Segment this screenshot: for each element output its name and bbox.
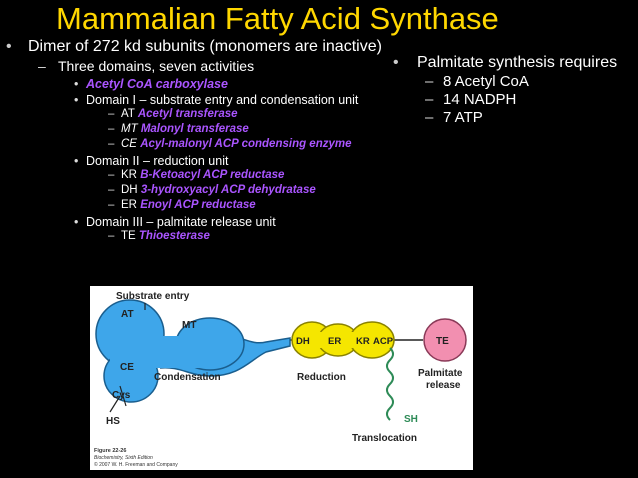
hs-line [109, 395, 121, 413]
bullet-domain-1: Domain I – substrate entry and condensat… [6, 93, 396, 107]
name-kr: B-Ketoacyl ACP reductase [140, 169, 285, 181]
bullet-acc: Acetyl CoA carboxylase [6, 77, 396, 91]
domain2-item-er: ER Enoyl ACP reductase [6, 198, 396, 213]
fig-condensation: Condensation [154, 372, 221, 383]
fig-mt: MT [182, 320, 196, 331]
bullet-domain-2: Domain II – reduction unit [6, 154, 396, 168]
fig-te: TE [436, 336, 449, 347]
fig-palmitate-2: release [426, 380, 461, 391]
fig-at: AT [121, 309, 134, 320]
fig-substrate-entry: Substrate entry [116, 291, 190, 302]
bullet-domain-3: Domain III – palmitate release unit [6, 215, 396, 229]
abbr-te: TE [121, 230, 136, 242]
name-ce: Acyl-malonyl ACP condensing enzyme [140, 138, 352, 150]
fig-er: ER [328, 336, 341, 347]
domain1-item-ce: CE Acyl-malonyl ACP condensing enzyme [6, 137, 396, 152]
domain-2-shape [291, 321, 395, 359]
req-acetyl-coa: 8 Acetyl CoA [393, 73, 633, 90]
name-mt: Malonyl transferase [140, 123, 249, 135]
fas-diagram-svg: Substrate entry AT MT CE Condensation Cy… [94, 291, 467, 468]
fas-diagram: Substrate entry AT MT CE Condensation Cy… [90, 286, 473, 470]
fig-caption-3: © 2007 W. H. Freeman and Company [94, 461, 178, 468]
fig-sh: SH [404, 414, 418, 425]
bullet-dimer: Dimer of 272 kd subunits (monomers are i… [6, 38, 396, 56]
fig-translocation: Translocation [352, 433, 417, 444]
fig-kr: KR [356, 336, 370, 347]
abbr-er: ER [121, 199, 137, 211]
abbr-kr: KR [121, 169, 137, 181]
fig-hs: HS [106, 416, 120, 427]
slide-title: Mammalian Fatty Acid Synthase [56, 1, 499, 36]
abbr-mt: MT [121, 123, 138, 135]
name-at: Acetyl transferase [137, 108, 238, 120]
domain1-item-mt: MT Malonyl transferase [6, 122, 396, 137]
domain-1-shape [95, 299, 291, 403]
abbr-dh: DH [121, 184, 138, 196]
left-column: Dimer of 272 kd subunits (monomers are i… [6, 38, 396, 244]
req-nadph: 14 NADPH [393, 91, 633, 108]
abbr-at: AT [121, 108, 135, 120]
sub-bullet-domains: Three domains, seven activities [6, 58, 396, 75]
acc-label: Acetyl CoA carboxylase [86, 77, 228, 91]
te-shape [423, 318, 467, 362]
name-te: Thioesterase [138, 230, 210, 242]
cys-line [119, 385, 127, 407]
req-atp: 7 ATP [393, 109, 633, 126]
right-column: Palmitate synthesis requires 8 Acetyl Co… [393, 54, 633, 126]
fig-reduction: Reduction [297, 372, 346, 383]
domain3-item-te: TE Thioesterase [6, 229, 396, 244]
acp-arm [386, 347, 394, 421]
fig-acp: ACP [373, 336, 394, 347]
name-dh: 3-hydroxyacyl ACP dehydratase [140, 184, 316, 196]
name-er: Enoyl ACP reductase [140, 199, 256, 211]
fig-ce: CE [120, 362, 134, 373]
domain2-item-kr: KR B-Ketoacyl ACP reductase [6, 168, 396, 183]
domain2-item-dh: DH 3-hydroxyacyl ACP dehydratase [6, 183, 396, 198]
fig-palmitate-1: Palmitate [418, 368, 463, 379]
abbr-ce: CE [121, 138, 137, 150]
fig-cys: Cys [112, 390, 131, 401]
domain1-item-at: AT Acetyl transferase [6, 107, 396, 122]
fig-caption-1: Figure 22-26 [94, 448, 126, 454]
fig-dh: DH [296, 336, 310, 347]
fig-caption-2: Biochemistry, Sixth Edition [94, 455, 153, 461]
bullet-palmitate: Palmitate synthesis requires [393, 54, 633, 72]
